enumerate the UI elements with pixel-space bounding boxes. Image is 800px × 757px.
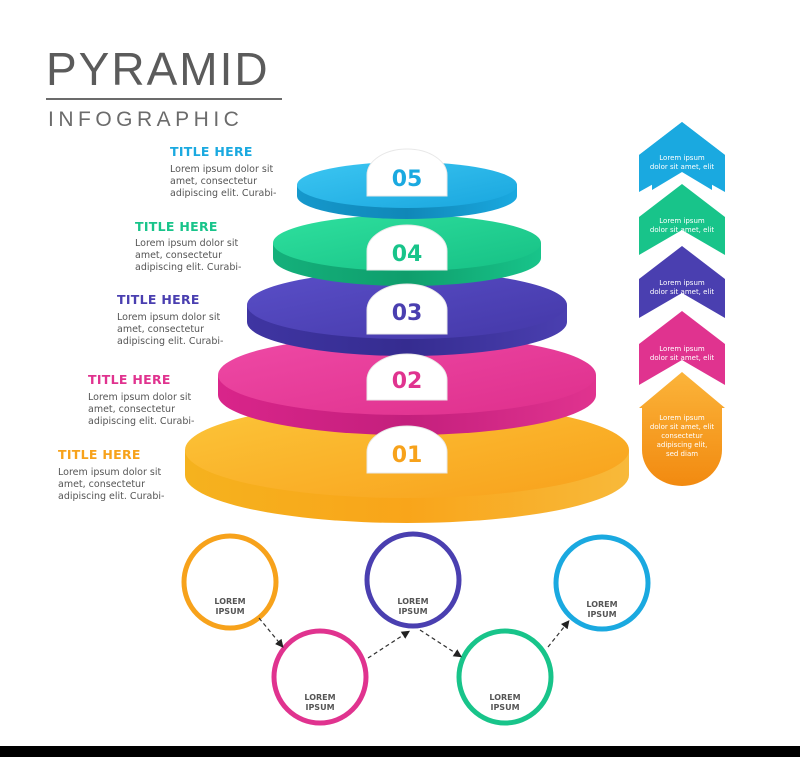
level-01-body-line: Lorem ipsum dolor sit — [58, 467, 162, 478]
number-03-label: 03 — [392, 301, 423, 326]
arrow-step-3 — [639, 246, 725, 318]
circle-label-line: IPSUM — [587, 610, 617, 619]
level-01-title: TITLE HERE — [58, 447, 141, 462]
level-03-body-line: Lorem ipsum dolor sit — [117, 312, 221, 323]
level-05-title: TITLE HERE — [170, 144, 253, 159]
level-03-body: Lorem ipsum dolor sit amet, consectetur … — [117, 312, 287, 348]
circle-node-5-label: LOREM IPSUM — [567, 600, 637, 620]
arrow-text-line: Lorem ipsum — [659, 279, 705, 287]
bottom-border-bar — [0, 746, 800, 757]
level-04-title: TITLE HERE — [135, 219, 218, 234]
circle-label-line: LOREM — [304, 693, 336, 702]
circle-label-line: IPSUM — [305, 703, 335, 712]
title-underline — [46, 98, 282, 100]
level-04-body: Lorem ipsum dolor sit amet, consectetur … — [135, 238, 305, 274]
arrow-text-line: Lorem ipsum — [659, 154, 705, 162]
level-03-title: TITLE HERE — [117, 292, 200, 307]
connector-3-4 — [419, 629, 463, 658]
circle-label-line: IPSUM — [490, 703, 520, 712]
level-05-body-line: adipiscing elit. Curabi- — [170, 188, 277, 199]
number-tab-05: 05 — [366, 148, 448, 197]
level-05-body: Lorem ipsum dolor sit amet, consectetur … — [170, 164, 340, 200]
circle-node-1 — [181, 533, 279, 631]
circle-node-2-label: LOREM IPSUM — [285, 693, 355, 713]
level-04-body-line: Lorem ipsum dolor sit — [135, 238, 239, 249]
arrow-text-line: Lorem ipsum — [659, 217, 705, 225]
arrow-step-4 — [639, 184, 725, 255]
level-05-body-line: amet, consectetur — [170, 176, 257, 187]
number-tab-01: 01 — [366, 425, 448, 474]
arrow-text-line: dolor sit amet, elit — [649, 226, 715, 234]
infographic-subtitle: INFOGRAPHIC — [48, 108, 244, 131]
level-04-body-line: amet, consectetur — [135, 250, 222, 261]
infographic-title: PYRAMID — [46, 43, 270, 95]
arrow-text-line: dolor sit amet, elit — [649, 163, 715, 171]
arrow-step-2 — [639, 311, 725, 385]
circle-node-3-label: LOREM IPSUM — [378, 597, 448, 617]
level-01-body-line: adipiscing elit. Curabi- — [58, 491, 165, 502]
circle-label-line: LOREM — [586, 600, 618, 609]
level-02-body-line: adipiscing elit. Curabi- — [88, 416, 195, 427]
number-tab-02: 02 — [366, 353, 448, 401]
number-01-label: 01 — [392, 443, 423, 468]
arrow-text-line: dolor sit amet, elit — [649, 354, 715, 362]
arrow-step-2-text: Lorem ipsum dolor sit amet, elit — [646, 345, 718, 363]
arrow-text-line: Lorem ipsum — [659, 345, 705, 353]
circle-label-line: LOREM — [397, 597, 429, 606]
level-02-body-line: Lorem ipsum dolor sit — [88, 392, 192, 403]
arrow-step-1-text: Lorem ipsum dolor sit amet, elit consect… — [646, 414, 718, 459]
level-05-body-line: Lorem ipsum dolor sit — [170, 164, 274, 175]
level-02-title: TITLE HERE — [88, 372, 171, 387]
level-01-body: Lorem ipsum dolor sit amet, consectetur … — [58, 467, 228, 503]
circle-label-line: IPSUM — [215, 607, 245, 616]
circle-label-line: LOREM — [489, 693, 521, 702]
circle-node-1-label: LOREM IPSUM — [195, 597, 265, 617]
circle-node-3 — [364, 531, 462, 629]
connector-4-5 — [547, 620, 570, 648]
arrow-step-5-shape — [639, 122, 725, 192]
arrow-step-5-text: Lorem ipsum dolor sit amet, elit — [646, 154, 718, 172]
level-01-body-line: amet, consectetur — [58, 479, 145, 490]
arrow-text-line: Lorem ipsum — [659, 414, 705, 422]
arrow-text-line: consectetur — [661, 432, 703, 440]
circle-node-4-label: LOREM IPSUM — [470, 693, 540, 713]
level-03-body-line: adipiscing elit. Curabi- — [117, 336, 224, 347]
number-04-label: 04 — [392, 242, 423, 267]
level-02-body: Lorem ipsum dolor sit amet, consectetur … — [88, 392, 258, 428]
arrow-step-1 — [639, 372, 725, 486]
arrow-step-4-text: Lorem ipsum dolor sit amet, elit — [646, 217, 718, 235]
number-02-label: 02 — [392, 369, 423, 394]
arrow-text-line: sed diam — [665, 450, 699, 458]
number-05-label: 05 — [392, 167, 423, 192]
number-tab-03: 03 — [366, 283, 448, 335]
circle-label-line: LOREM — [214, 597, 246, 606]
level-04-body-line: adipiscing elit. Curabi- — [135, 262, 242, 273]
connector-2-3 — [367, 630, 411, 659]
arrow-text-line: dolor sit amet, elit — [649, 423, 715, 431]
level-02-body-line: amet, consectetur — [88, 404, 175, 415]
arrow-text-line: adipiscing elit, — [656, 441, 708, 449]
circle-node-4 — [456, 628, 554, 726]
arrow-step-3-text: Lorem ipsum dolor sit amet, elit — [646, 279, 718, 297]
number-tab-04: 04 — [366, 224, 448, 271]
circle-label-line: IPSUM — [398, 607, 428, 616]
circle-node-5 — [553, 534, 651, 632]
level-03-body-line: amet, consectetur — [117, 324, 204, 335]
connector-1-2 — [258, 617, 284, 648]
circle-node-2 — [271, 628, 369, 726]
arrow-text-line: dolor sit amet, elit — [649, 288, 715, 296]
